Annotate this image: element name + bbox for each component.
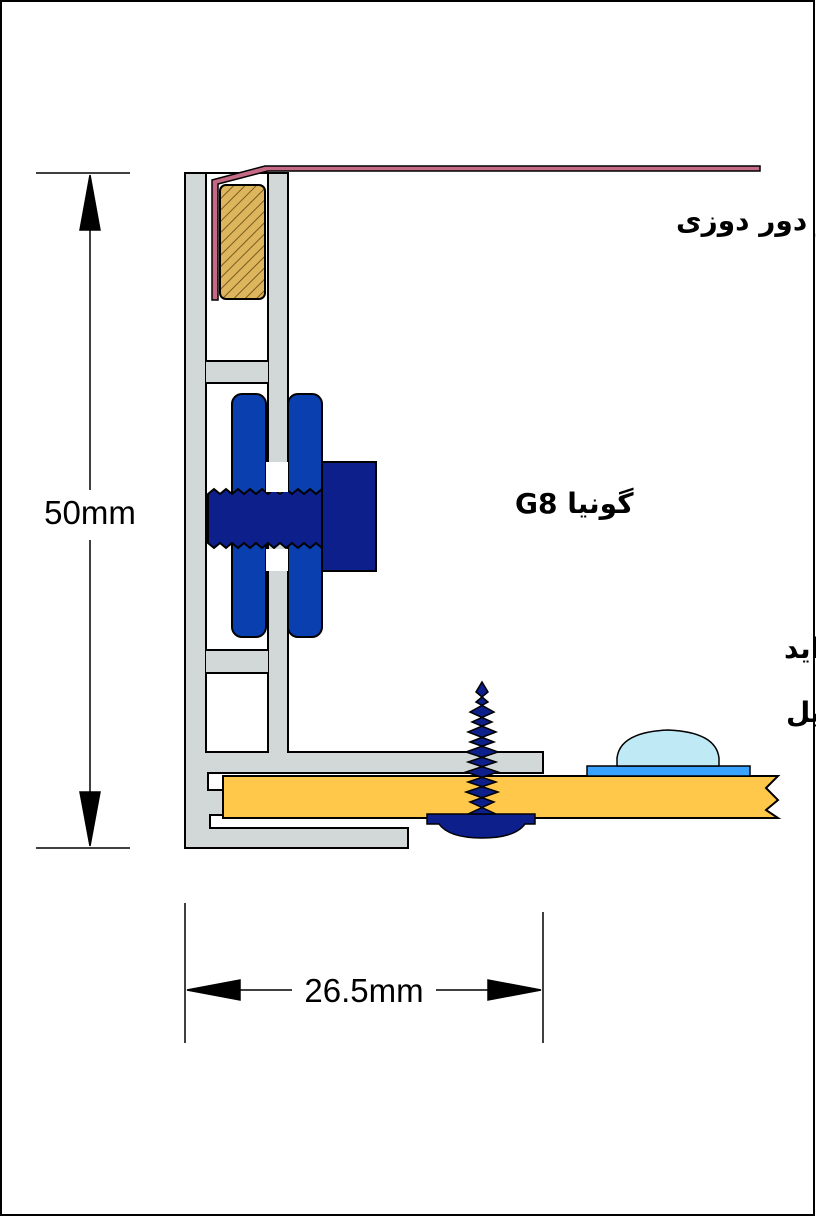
led-base <box>586 765 751 777</box>
mdf-board <box>222 775 782 819</box>
width-dimension <box>184 903 544 1043</box>
width-arrow-right <box>487 979 542 1001</box>
height-arrow-bottom <box>79 791 101 847</box>
screw-head <box>426 813 536 839</box>
screw-thread <box>463 680 501 815</box>
screw <box>426 680 536 839</box>
gonia-label: گونیا G8 <box>515 487 634 520</box>
height-arrow-top <box>79 174 101 231</box>
wood-insert <box>219 184 266 300</box>
fabric-label: چاپ پارچه و نوار دور دوزی <box>676 204 816 237</box>
led-lens <box>616 729 720 767</box>
led-label-line2: و ام دی اف ۳ میل <box>786 696 816 729</box>
smd-led <box>586 729 751 777</box>
gonia-bolt <box>207 486 323 551</box>
width-arrow-left <box>186 979 241 1001</box>
profile-chamber-bottom <box>205 672 269 753</box>
width-label: 26.5mm <box>304 972 423 1009</box>
height-dimension <box>36 172 130 849</box>
height-label: 50mm <box>44 494 136 531</box>
led-label-line1: اس ام دی لنز واید <box>784 632 816 665</box>
fabric-strip <box>211 165 761 301</box>
gonia-bracket <box>207 393 377 638</box>
gonia-block <box>321 461 377 572</box>
